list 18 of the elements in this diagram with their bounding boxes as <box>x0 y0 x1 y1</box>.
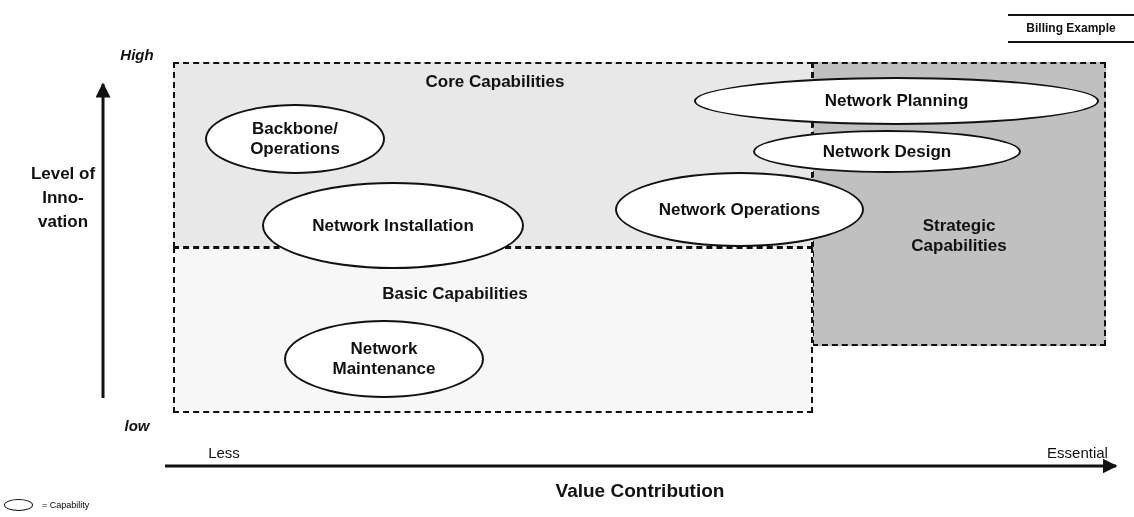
axis-title: Level of Inno- vation <box>29 163 97 233</box>
axis-end-label: Less <box>207 444 241 462</box>
legend-text: = Capability <box>42 500 90 510</box>
capability-label: Network Operations <box>657 199 822 220</box>
capability-label: Network Design <box>821 141 953 162</box>
axis-end-label: Essential <box>1046 444 1109 462</box>
capability-label: Core Capabilities <box>424 72 566 92</box>
capability-label: Network Maintenance <box>331 339 437 379</box>
capability-label: Network Planning <box>823 91 970 111</box>
capability-label: Backbone/ Operations <box>249 119 341 159</box>
capability-label: Basic Capabilities <box>381 284 529 304</box>
capability-label: Strategic Capabilities <box>910 216 1008 256</box>
example-tag: Billing Example <box>1008 14 1134 43</box>
capability-region <box>173 247 813 413</box>
capability-label: Network Installation <box>311 215 475 236</box>
axis-end-label: High <box>119 46 155 64</box>
axis-title: Value Contribution <box>554 480 726 502</box>
axis-end-label: low <box>123 417 151 435</box>
